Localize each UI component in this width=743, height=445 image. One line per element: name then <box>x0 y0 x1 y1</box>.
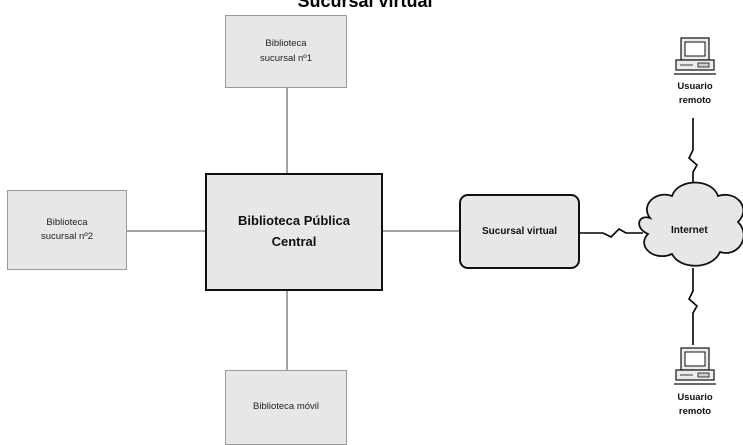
computer-icon <box>674 37 716 75</box>
central-library: Biblioteca Pública Central <box>205 173 383 291</box>
branch-library-1: Biblioteca sucursal nº1 <box>225 15 347 88</box>
diagram-title: Sucursal virtual <box>297 0 433 11</box>
internet-label: Internet <box>671 225 708 236</box>
mobile-library: Biblioteca móvil <box>225 370 347 445</box>
branch-library-2: Biblioteca sucursal nº2 <box>7 190 127 270</box>
virtual-branch: Sucursal virtual <box>459 194 580 269</box>
computer-icon <box>674 347 716 385</box>
lightning-link-icon <box>688 118 699 196</box>
lightning-link-icon <box>688 268 699 345</box>
cloud-icon <box>638 181 743 267</box>
remote-user-bottom-label: Usuario remoto <box>677 392 713 417</box>
remote-user-top-label: Usuario remoto <box>677 81 713 106</box>
lightning-link-icon <box>580 228 643 238</box>
